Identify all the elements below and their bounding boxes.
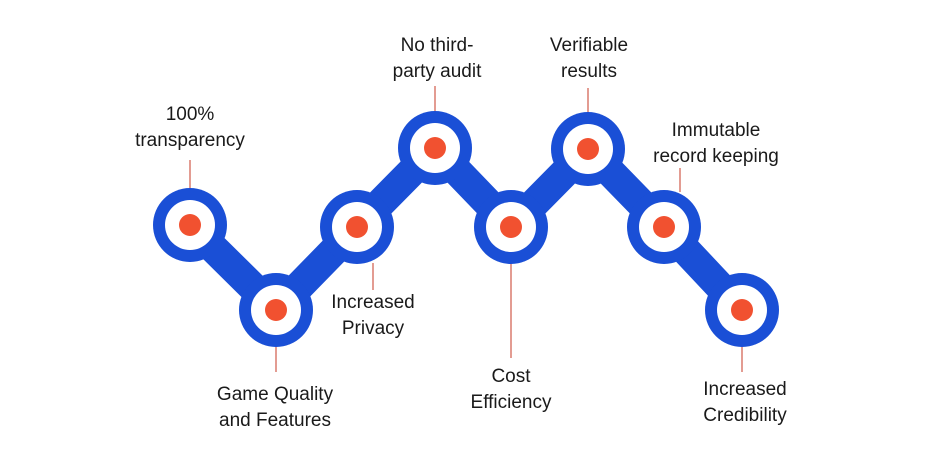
label-line: Verifiable: [549, 35, 629, 56]
chain-node: [320, 190, 394, 264]
chain-nodes: [153, 111, 779, 347]
label-line: Game Quality: [216, 384, 334, 405]
benefit-label-transparency: 100% transparency: [90, 102, 290, 154]
chain-node: [239, 273, 313, 347]
label-connectors: [189, 86, 743, 372]
chain-node: [398, 111, 472, 185]
node-dot: [265, 299, 287, 321]
label-line: Immutable: [671, 120, 761, 141]
label-line: and Features: [219, 410, 331, 431]
benefit-label-cost-efficiency: Cost Efficiency: [411, 364, 611, 416]
node-dot: [577, 138, 599, 160]
node-dot: [179, 214, 201, 236]
benefit-label-no-audit: No third- party audit: [337, 33, 537, 85]
node-dot: [500, 216, 522, 238]
node-dot: [346, 216, 368, 238]
benefit-label-game-quality: Game Quality and Features: [175, 382, 375, 434]
label-line: party audit: [392, 61, 482, 82]
benefit-label-immutable-records: Immutable record keeping: [616, 118, 816, 170]
chain-node: [153, 188, 227, 262]
label-line: Privacy: [341, 318, 405, 339]
chain-node: [474, 190, 548, 264]
label-line: Efficiency: [470, 392, 552, 413]
chain-node: [551, 112, 625, 186]
node-dot: [424, 137, 446, 159]
benefit-label-credibility: Increased Credibility: [645, 377, 845, 429]
label-line: results: [561, 61, 617, 82]
label-line: Increased: [331, 292, 415, 313]
label-line: record keeping: [653, 146, 779, 167]
chain-node: [627, 190, 701, 264]
node-dot: [653, 216, 675, 238]
label-line: No third-: [400, 35, 474, 56]
benefit-label-verifiable-results: Verifiable results: [489, 33, 689, 85]
label-line: transparency: [135, 130, 245, 151]
label-line: Cost: [491, 366, 531, 387]
benefit-label-privacy: Increased Privacy: [273, 290, 473, 342]
label-line: Credibility: [703, 405, 787, 426]
node-dot: [731, 299, 753, 321]
chain-node: [705, 273, 779, 347]
label-line: 100%: [165, 104, 215, 125]
label-line: Increased: [703, 379, 787, 400]
